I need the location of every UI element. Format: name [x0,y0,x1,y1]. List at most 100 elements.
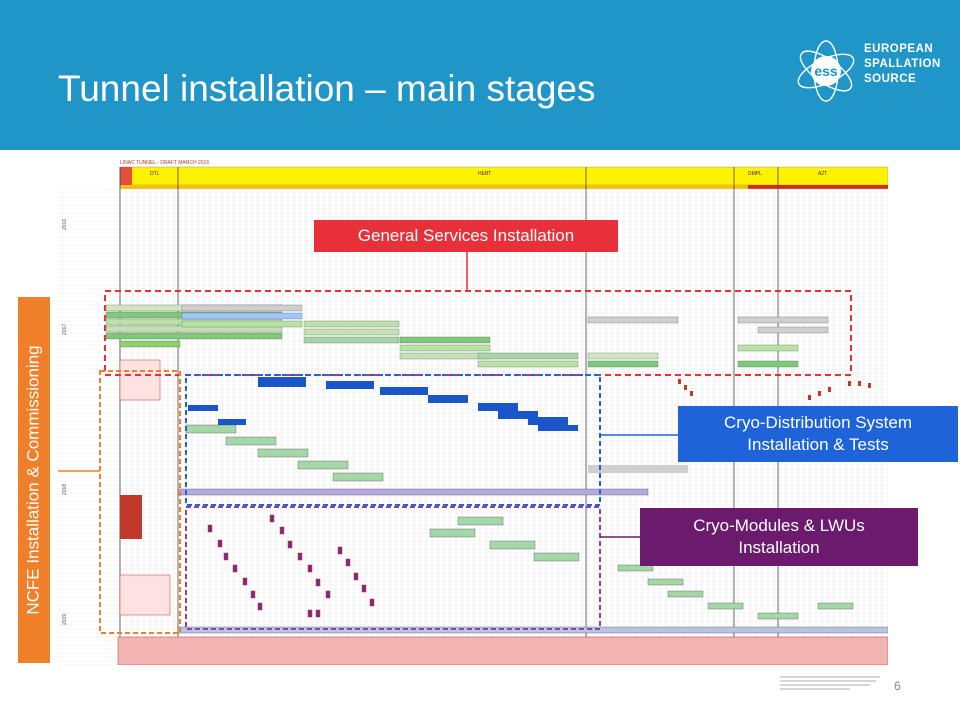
gantt-task-bar [181,312,303,320]
gantt-ncfe-block [119,574,171,616]
gantt-cryo-module-marker [287,540,293,549]
gantt-cryo-distribution-bar [538,425,578,431]
gantt-task-bar [399,336,491,344]
gantt-connector-bar [257,448,309,458]
gantt-ncfe-block [119,359,161,401]
gantt-connector-bar [533,552,580,562]
cryo-distribution-label-line2: Installation & Tests [747,435,889,454]
gantt-cryo-module-marker [279,526,285,535]
gantt-connector-bar [817,602,854,610]
gantt-year-label: 2016 [62,219,68,230]
gantt-cryo-module-marker [325,590,331,599]
gantt-cryo-distribution-bar [326,381,374,389]
gantt-cryo-module-marker [242,577,248,586]
gantt-cryo-module-marker [297,552,303,561]
gantt-connector-bar [617,564,654,572]
gantt-subheader-red [748,185,888,189]
gantt-cryo-distribution-bar [528,417,568,425]
gantt-marker [858,381,861,386]
slide-header: Tunnel installation – main stages ess EU… [0,0,960,150]
cryo-distribution-label-line1: Cryo-Distribution System [724,413,912,432]
gantt-cryo-distribution-bar [478,403,518,411]
cryo-distribution-callout: Cryo-Distribution System Installation & … [678,406,958,462]
gantt-task-bar [737,316,829,324]
gantt-connector-bar [332,472,384,482]
cryo-modules-label-line2: Installation [738,538,820,557]
gantt-cryo-module-marker [269,514,275,523]
gantt-cryo-distribution-bar [188,405,218,411]
footer-disclaimer-lines [780,676,880,692]
gantt-year-label: 2018 [62,484,68,495]
gantt-connector-bar [707,602,744,610]
general-services-label: General Services Installation [357,226,575,245]
gantt-cryo-module-marker [369,598,375,607]
gantt-cryo-module-marker [257,602,263,611]
gantt-connector-bar [457,516,504,526]
gantt-connector-bar [667,590,704,598]
gantt-cryo-module-marker [307,609,313,618]
gantt-task-bar [477,352,579,360]
gantt-full-char-bar [588,465,688,473]
gantt-marker [808,395,811,400]
gantt-marker [684,385,687,390]
gantt-header-marker [120,167,132,185]
gantt-long-bar [177,488,649,496]
gantt-task-bar [181,304,303,312]
gantt-cryo-module-marker [337,546,343,555]
gantt-task-bar [737,344,799,352]
gantt-task-bar [105,332,283,340]
gantt-marker [848,381,851,386]
gantt-cryo-module-marker [315,578,321,587]
gantt-cryo-module-marker [223,552,229,561]
gantt-connector-bar [297,460,349,470]
gantt-marker [678,379,681,384]
gantt-cryo-module-marker [307,564,313,573]
gantt-marker [818,391,821,396]
cryo-modules-callout: Cryo-Modules & LWUs Installation [640,508,918,566]
gantt-marker [690,391,693,396]
gantt-section-label: HEBT [478,171,491,177]
gantt-marker [828,387,831,392]
gantt-task-bar [587,316,679,324]
gantt-cryo-module-marker [345,558,351,567]
logo-line-3: SOURCE [864,73,917,85]
gantt-cryo-module-marker [353,572,359,581]
gantt-section-label: DTL [150,171,160,177]
gantt-connector-bar [225,436,277,446]
gantt-year-label: 2017 [62,324,68,335]
gantt-cryo-distribution-bar [258,377,306,387]
gantt-connector-bar [185,424,237,434]
general-services-callout: General Services Installation [314,220,618,252]
gantt-year-label: 2019 [62,614,68,625]
ess-logo-mark: ess [814,63,838,79]
gantt-section-label: DMPL [748,171,762,177]
gantt-connector-bar [429,528,476,538]
gantt-cryo-module-marker [361,584,367,593]
logo-line-2: SPALLATION [864,58,941,70]
gantt-cryo-distribution-bar [428,395,468,403]
gantt-header-band [119,166,888,186]
gantt-cryo-distribution-bar [380,387,428,395]
page-number: 6 [894,679,901,693]
ncfe-callout: NCFE Installation & Commissioning [18,297,50,663]
gantt-task-bar [399,352,491,360]
gantt-connector-bar [489,540,536,550]
gantt-task-bar [587,360,659,368]
gantt-subheader-band [120,185,888,189]
gantt-task-bar [757,326,829,334]
ess-logo-icon: ess [797,40,855,102]
gantt-task-bar [303,320,400,328]
gantt-task-bar [587,352,659,360]
slide-title: Tunnel installation – main stages [58,68,596,109]
gantt-task-bar [399,344,491,352]
gantt-task-bar [181,320,303,328]
gantt-cryo-module-marker [315,609,321,618]
gantt-task-bar [477,360,579,368]
logo-line-1: EUROPEAN [864,43,934,55]
gantt-header-title: LINAC TUNNEL - DRAFT MARCH 2016 [120,160,209,166]
gantt-task-bar [119,340,181,348]
ncfe-outline [99,370,181,634]
gantt-cryo-module-marker [250,590,256,599]
cryo-modules-label-line1: Cryo-Modules & LWUs [693,516,865,535]
gantt-marker [868,383,871,388]
